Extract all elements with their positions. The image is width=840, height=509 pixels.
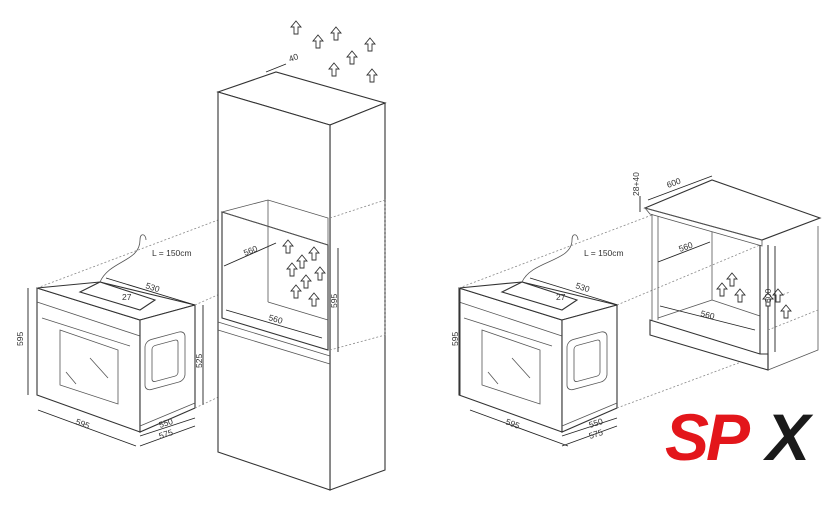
right-depth-550-label: 550 [588, 416, 605, 430]
left-depth-top-dim [105, 277, 196, 306]
right-niche-width-top-label: 560 [677, 240, 694, 254]
right-oven-height-label: 595 [450, 332, 460, 346]
right-oven-width-label: 595 [504, 416, 521, 430]
right-power-cable [521, 234, 579, 283]
right-oven [458, 281, 618, 433]
left-niche-width-bottom-label: 560 [267, 312, 284, 326]
right-cabinet-vent-arrows [716, 272, 792, 319]
left-side-height-label: 525 [194, 354, 204, 368]
right-niche-width-bottom-label: 560 [700, 308, 716, 321]
left-depth-top-label: 530 [144, 280, 161, 294]
left-oven-height-label: 595 [15, 332, 25, 346]
spx-logo: SP X [665, 400, 817, 474]
left-niche-height-label: 595 [329, 294, 339, 308]
left-depth-550-label: 550 [158, 416, 175, 430]
right-depth-575-label: 575 [588, 427, 605, 441]
left-oven-width-label: 595 [74, 416, 91, 430]
left-cable-length-label: L = 150cm [152, 248, 192, 258]
right-cable-length-label: L = 150cm [584, 248, 624, 258]
right-gap-top-label: 28+40 [631, 172, 641, 196]
right-panel-label: 27 [556, 292, 566, 302]
right-depth-top-label: 530 [574, 280, 591, 294]
left-power-cable [99, 234, 147, 283]
left-tall-cabinet [216, 71, 387, 491]
right-niche-height-label: 600 [763, 289, 773, 303]
left-panel-label: 27 [122, 292, 132, 302]
left-oven-width-dim [37, 409, 137, 447]
right-under-counter-cabinet [643, 179, 822, 371]
left-gap-top-label: 40 [287, 51, 300, 64]
left-oven [36, 281, 196, 433]
left-depth-575-label: 575 [158, 427, 175, 441]
right-top-depth-label: 600 [665, 176, 682, 190]
logo-sp: SP [665, 400, 751, 474]
logo-x: X [762, 400, 814, 474]
